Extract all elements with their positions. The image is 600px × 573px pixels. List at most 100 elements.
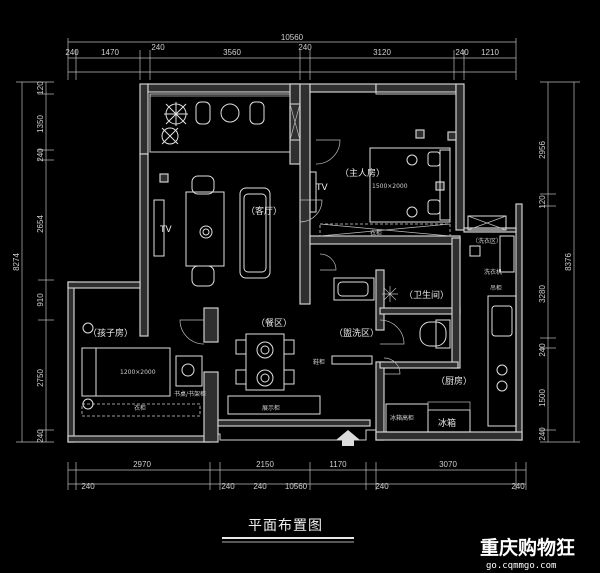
left-dim-1: 120 (36, 81, 45, 95)
walls (67, 83, 523, 443)
toilet (419, 321, 447, 347)
top-dim-7: 240 (455, 48, 469, 57)
top-dim-3: 240 (151, 43, 165, 52)
lamp-icon (406, 206, 418, 218)
top-dimensions: 10560 240 1470 240 3560 240 3120 240 121… (65, 33, 517, 80)
kids-room-label: （孩子房） (88, 327, 133, 339)
plant-icon (161, 127, 179, 145)
bottom-dim-9: 240 (375, 482, 389, 491)
desk-label: 书桌/书架柜 (174, 390, 206, 398)
pillow-icon (427, 151, 441, 215)
kids-wardrobe-label: 衣柜 (134, 404, 146, 412)
bottom-dim-5: 240 (81, 482, 95, 491)
plate-icon (256, 341, 274, 387)
caption: 平面布置图 (222, 518, 354, 543)
tv-label: TV (159, 225, 172, 235)
right-dim-4: 240 (538, 343, 547, 357)
top-dim-6: 3120 (373, 48, 391, 57)
bottom-dim-2: 2150 (256, 460, 274, 469)
master-bed-size: 1500×2000 (372, 183, 408, 190)
desk (175, 355, 203, 387)
bathroom: （卫生间） （盥洗区） (319, 253, 451, 349)
washer-label: 洗衣机 (484, 268, 502, 276)
watermark-url: go.cqmmgo.com (486, 561, 556, 571)
master-wardrobe (319, 223, 451, 237)
master-bedroom-label: （主人房） (340, 167, 385, 179)
bottom-dim-8: 10560 (285, 482, 308, 491)
shoe-cabinet-label: 鞋柜 (313, 358, 325, 366)
top-dim-4: 3560 (223, 48, 241, 57)
shower-icon (382, 286, 398, 302)
kitchen-counter (487, 295, 517, 427)
lamp-icon (82, 322, 94, 334)
kids-bed-size: 1200×2000 (120, 369, 156, 376)
display-cabinet (227, 395, 321, 415)
chair-icon (195, 101, 265, 125)
living-room: TV （客厅） (153, 175, 323, 287)
top-dim-1: 240 (65, 48, 79, 57)
left-total-dim: 8274 (12, 253, 21, 271)
master-wardrobe-label: 衣柜 (370, 229, 382, 237)
top-total-dim: 10560 (281, 33, 304, 42)
chair-icon (181, 363, 195, 377)
decor-icon (199, 225, 213, 239)
plan-title: 平面布置图 (248, 518, 323, 534)
dining-label: （餐区） (256, 317, 292, 329)
left-dim-3: 240 (36, 148, 45, 162)
armchair-bottom (191, 265, 215, 287)
plant-icon (164, 102, 188, 126)
right-dim-5: 1500 (538, 389, 547, 407)
kitchen-sink (491, 305, 513, 337)
wash-label: （盥洗区） (334, 327, 379, 339)
lamp-icon (406, 154, 418, 166)
living-room-label: （客厅） (246, 205, 282, 217)
left-dim-4: 2654 (36, 215, 45, 233)
left-dim-6: 2750 (36, 369, 45, 387)
left-dim-5: 910 (36, 293, 45, 307)
kitchen: （厨房） 冰箱高柜 冰箱 吊柜 (383, 284, 517, 433)
kids-room: （孩子房） 1200×2000 衣柜 书桌/书架柜 (81, 319, 206, 417)
balcony (149, 93, 301, 153)
laundry-area: （洗衣区） 洗衣机 (467, 215, 515, 276)
bottom-dim-1: 2970 (133, 460, 151, 469)
right-dim-3: 3280 (538, 285, 547, 303)
fridge-cabinet-label: 冰箱高柜 (390, 414, 414, 422)
bottom-dim-4: 3070 (439, 460, 457, 469)
master-bedroom: TV （主人房） 1500×2000 衣柜 (309, 139, 451, 237)
sink-counter (333, 277, 375, 301)
left-dimensions: 8274 120 1350 240 2654 910 2750 240 (12, 81, 54, 443)
right-total-dim: 8376 (564, 253, 573, 271)
bathroom-label: （卫生间） (404, 289, 449, 301)
dining-area: （餐区） 展示柜 鞋柜 (227, 317, 373, 446)
master-tv-label: TV (315, 183, 328, 193)
right-dimensions: 8376 2956 120 3280 240 1500 240 (538, 81, 580, 443)
left-dim-7: 240 (36, 429, 45, 443)
armchair-top (191, 175, 215, 195)
watermark-title: 重庆购物狂 (480, 536, 575, 559)
left-dim-2: 1350 (36, 115, 45, 133)
bottom-dim-3: 1170 (329, 460, 347, 469)
bottom-dimensions: 2970 2150 1170 3070 240 240 240 10560 24… (67, 460, 527, 491)
kitchen-cabinet-label: 吊柜 (490, 284, 502, 292)
top-dim-5: 240 (298, 43, 312, 52)
right-dim-6: 240 (538, 427, 547, 441)
fridge-label: 冰箱 (438, 417, 456, 429)
kitchen-label: （厨房） (436, 375, 472, 387)
bottom-dim-7: 240 (253, 482, 267, 491)
sofa (239, 187, 271, 279)
laundry-label: （洗衣区） (472, 237, 502, 245)
chair-icon (235, 339, 295, 385)
top-dim-2: 1470 (101, 48, 119, 57)
bottom-dim-6: 240 (221, 482, 235, 491)
entrance-arrow-icon (336, 430, 360, 446)
dining-table (245, 333, 285, 391)
stove-icon (496, 364, 508, 392)
bottom-dim-10: 240 (511, 482, 525, 491)
watermark: 重庆购物狂 go.cqmmgo.com (480, 536, 575, 571)
tv-cabinet (153, 199, 165, 257)
right-dim-2: 120 (538, 195, 547, 209)
right-dim-1: 2956 (538, 141, 547, 159)
top-dim-8: 1210 (481, 48, 499, 57)
display-cabinet-label: 展示柜 (262, 404, 280, 412)
